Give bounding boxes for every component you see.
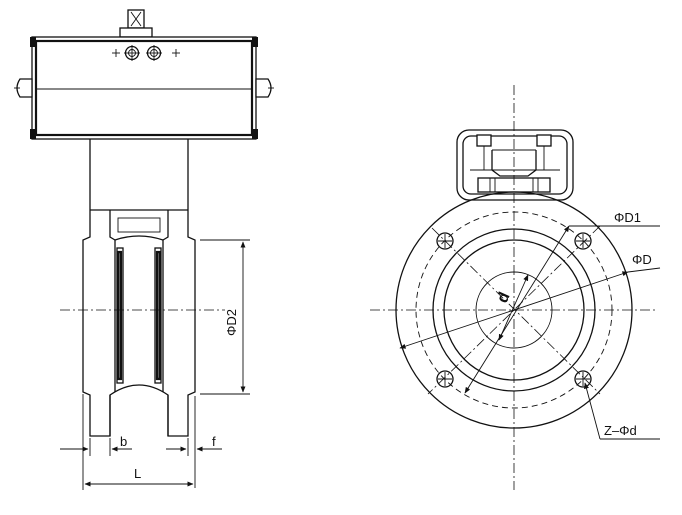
actuator-body: [14, 36, 274, 140]
dimension-l: L: [82, 394, 194, 490]
label-d1: ΦD1: [614, 210, 641, 225]
front-view: d ΦD1 ΦD Z–Φd: [370, 85, 661, 490]
dimension-d1: ΦD1: [464, 210, 660, 394]
label-zd: Z–Φd: [604, 423, 637, 438]
label-d: d: [494, 290, 514, 306]
label-big-d: ΦD: [632, 252, 652, 267]
actuator-fittings: [112, 45, 180, 61]
dimension-d2: ΦD2: [200, 239, 250, 395]
side-view: ΦD2 b f L: [14, 9, 274, 490]
dimension-holes: Z–Φd: [584, 382, 660, 440]
dimension-big-d: ΦD: [399, 252, 661, 349]
dimension-b: b: [60, 434, 132, 456]
label-d2: ΦD2: [224, 309, 239, 336]
actuator-top-coupling: [119, 9, 153, 38]
mounting-bracket: [456, 129, 574, 201]
label-b: b: [120, 434, 127, 449]
valve-neck: [89, 139, 189, 210]
label-f: f: [212, 434, 216, 449]
diagonal-centerline-1: [431, 227, 601, 395]
valve-body: [82, 209, 196, 437]
dimension-f: f: [166, 396, 222, 488]
diagonal-centerline-2: [427, 225, 601, 395]
label-l: L: [134, 466, 141, 481]
